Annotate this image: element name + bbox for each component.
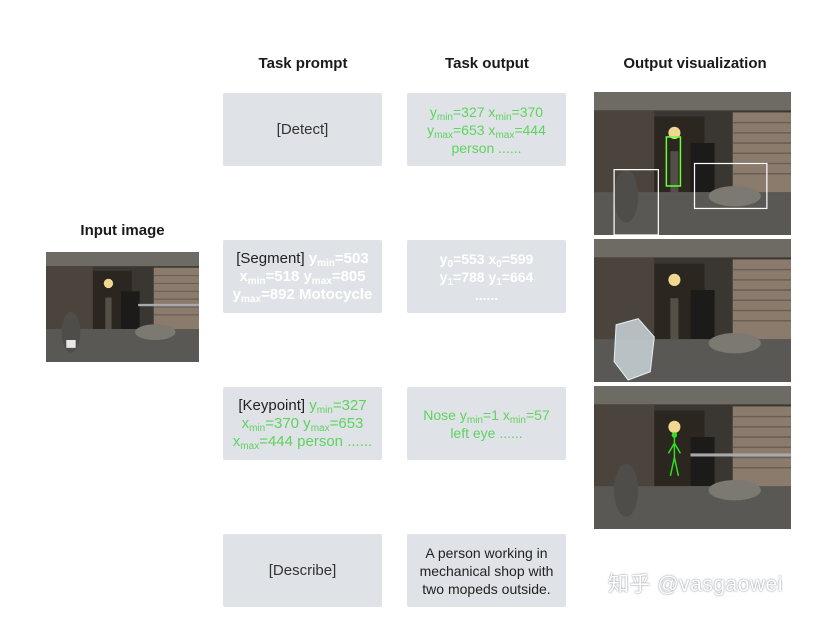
header-task-prompt: Task prompt	[258, 55, 348, 72]
person-keypoint-skeleton	[667, 432, 682, 477]
prompt-tag: [Segment]	[236, 249, 305, 267]
moped-bounding-box	[693, 162, 768, 210]
prompt-tag: [Detect]	[276, 120, 329, 138]
output-text: A person working in mechanical shop with…	[419, 544, 554, 597]
prompt-box-keypoint: [Keypoint] ymin=327 xmin=370 ymax=653 xm…	[223, 387, 382, 460]
visualization-detect	[594, 92, 791, 235]
motorcycle-segmentation-mask	[613, 318, 655, 381]
prompt-tag: [Describe]	[268, 561, 337, 579]
output-box-segment: y0=553 x0=599 y1=788 y1=664 ......	[407, 240, 566, 313]
prompt-box-detect: [Detect]	[223, 93, 382, 166]
segment-result-picture	[594, 239, 791, 382]
detect-result-picture	[594, 92, 791, 235]
prompt-tag: [Keypoint]	[238, 396, 306, 414]
watermark: 知乎 @vasgaowei	[608, 573, 783, 596]
output-text: ymin=327 xmin=370 ymax=653 xmax=444 pers…	[427, 103, 546, 156]
output-text: y0=553 x0=599 y1=788 y1=664 ......	[439, 250, 534, 303]
input-image	[46, 252, 199, 362]
prompt-box-describe: [Describe]	[223, 534, 382, 607]
prompt-text: [Keypoint] ymin=327 xmin=370 ymax=653 xm…	[232, 396, 373, 452]
output-box-describe: A person working in mechanical shop with…	[407, 534, 566, 607]
header-output-visualization: Output visualization	[623, 55, 767, 72]
output-box-detect: ymin=327 xmin=370 ymax=653 xmax=444 pers…	[407, 93, 566, 166]
input-image-label: Input image	[80, 222, 165, 239]
prompt-box-segment: [Segment] ymin=503 xmin=518 ymax=805 yma…	[223, 240, 382, 313]
header-task-output: Task output	[445, 55, 529, 72]
street-scene-picture	[46, 252, 199, 362]
output-box-keypoint: Nose ymin=1 xmin=57 left eye ......	[407, 387, 566, 460]
person-bounding-box	[665, 136, 682, 187]
output-text: Nose ymin=1 xmin=57 left eye ......	[423, 406, 550, 441]
motorcycle-bounding-box	[613, 169, 659, 235]
visualization-keypoint	[594, 386, 791, 529]
keypoint-result-picture	[594, 386, 791, 529]
visualization-segment	[594, 239, 791, 382]
prompt-text: [Segment] ymin=503 xmin=518 ymax=805 yma…	[232, 249, 373, 305]
